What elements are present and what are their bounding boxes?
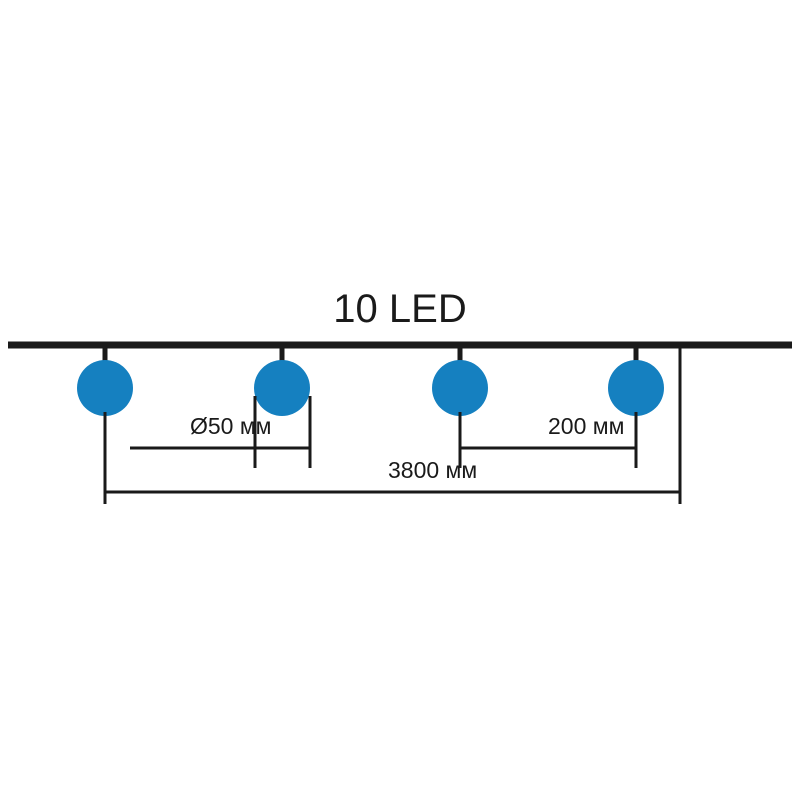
dimension-extension-lines-group [103,345,682,504]
bulb-stems-group [102,345,639,362]
bulbs-group [77,360,664,416]
dimension-label-total-length: 3800 мм [388,457,477,483]
page-title: 10 LED [333,287,466,331]
led-bulb-4 [608,360,664,416]
dimension-label-bulb-spacing: 200 мм [548,413,624,439]
dimension-label-bulb-diameter: Ø50 мм [190,413,272,439]
dimension-lines-group [105,446,680,494]
led-bulb-1 [77,360,133,416]
led-bulb-3 [432,360,488,416]
led-bulb-2 [254,360,310,416]
